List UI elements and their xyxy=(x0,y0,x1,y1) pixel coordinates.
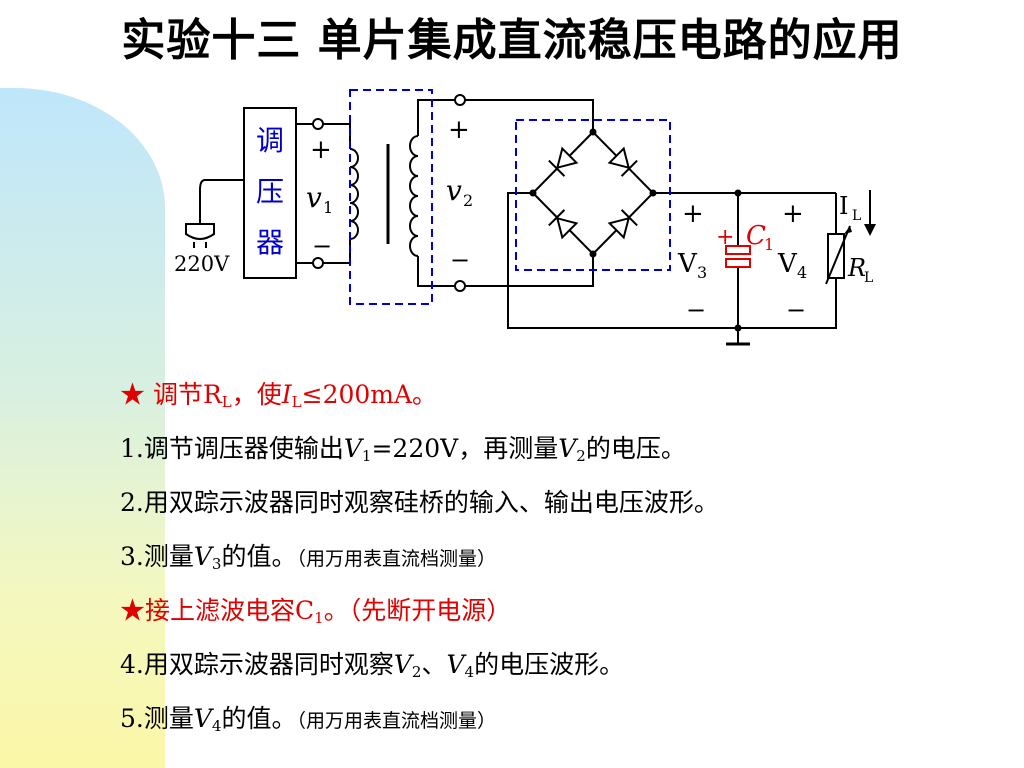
rl-sub: L xyxy=(864,270,873,286)
regulator-box xyxy=(243,107,297,279)
transformer-dashed-box xyxy=(349,89,433,305)
instruction-step-2: 2.用双踪示波器同时观察硅桥的输入、输出电压波形。 xyxy=(120,488,719,517)
v3-plus: + xyxy=(682,199,704,229)
circuit-diagram: 调 压 器 220V + v 1 − + v 2 − + V 3 − + C 1… xyxy=(174,89,876,346)
regulator-label-3: 器 xyxy=(256,226,284,259)
instruction-step-connect-c1: ★接上滤波电容C1。（先断开电源） xyxy=(120,596,512,627)
page-title: 实验十三 单片集成直流稳压电路的应用 xyxy=(121,15,903,66)
secondary-winding xyxy=(409,135,419,257)
v3-label: V xyxy=(677,249,698,279)
bridge-rectifier xyxy=(531,130,655,256)
v1-plus: + xyxy=(310,135,332,165)
instruction-step-3: 3.测量V3的值。（用万用表直流档测量） xyxy=(120,542,496,573)
c1-plus: + xyxy=(716,225,734,250)
v2-minus: − xyxy=(450,246,470,274)
instruction-step-adjust-rl: ★ 调节RL，使IL≤200mA。 xyxy=(120,380,438,411)
v4-label: V xyxy=(777,249,798,279)
diode-icons xyxy=(548,146,638,240)
v1-minus: − xyxy=(312,232,332,260)
instruction-list: ★ 调节RL，使IL≤200mA。 1.调节调压器使输出V1=220V，再测量V… xyxy=(120,368,719,746)
v4-minus: − xyxy=(786,296,806,324)
regulator-label-1: 调 xyxy=(256,124,284,157)
c1-label: C xyxy=(746,221,766,251)
rl-label: R xyxy=(847,254,866,282)
v2-sub: 2 xyxy=(463,191,473,210)
v4-plus: + xyxy=(782,199,804,229)
v1-sub: 1 xyxy=(323,198,333,217)
v3-minus: − xyxy=(686,296,706,324)
v1-label: v xyxy=(306,181,322,214)
current-arrow-icon xyxy=(864,224,876,236)
instruction-step-5: 5.测量V4的值。（用万用表直流档测量） xyxy=(120,704,496,735)
c1-sub: 1 xyxy=(764,235,774,254)
v2-label: v xyxy=(446,174,462,207)
primary-winding xyxy=(349,148,359,240)
bridge-dashed-box xyxy=(515,119,671,271)
v4-sub: 4 xyxy=(797,263,807,282)
instruction-step-4: 4.用双踪示波器同时观察V2、V4的电压波形。 xyxy=(120,650,625,681)
instruction-step-1: 1.调节调压器使输出V1=220V，再测量V2的电压。 xyxy=(120,434,686,465)
background-gradient-band xyxy=(0,88,165,768)
power-cord xyxy=(199,179,220,224)
source-voltage-label: 220V xyxy=(174,252,230,276)
power-plug xyxy=(185,223,215,240)
il-sub: L xyxy=(852,208,861,224)
capacitor-c1 xyxy=(725,245,751,268)
v3-sub: 3 xyxy=(697,263,707,282)
il-label: I xyxy=(839,192,848,220)
regulator-label-2: 压 xyxy=(256,175,284,208)
v2-plus: + xyxy=(448,115,470,145)
